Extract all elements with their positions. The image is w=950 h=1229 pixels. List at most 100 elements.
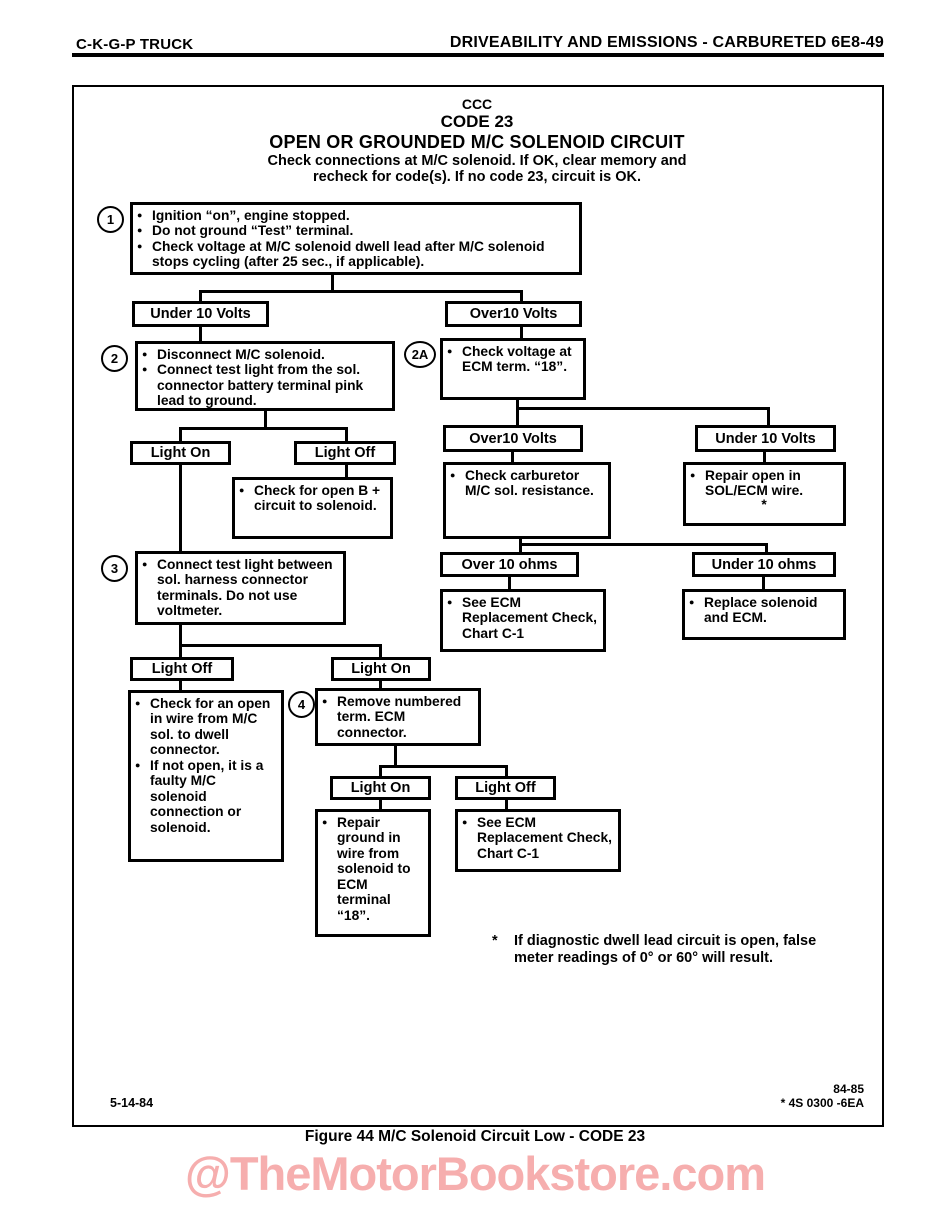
connector bbox=[394, 746, 397, 768]
page-ref: 84-85 bbox=[833, 1082, 864, 1096]
header-rule bbox=[72, 53, 884, 57]
connector bbox=[179, 427, 348, 430]
open-wire-bullet: Check for an open in wire from M/C sol. … bbox=[150, 696, 271, 758]
step-circle-3: 3 bbox=[101, 555, 128, 582]
connector bbox=[199, 290, 202, 302]
figure-caption: Figure 44 M/C Solenoid Circuit Low - COD… bbox=[304, 1128, 646, 1145]
label-under-10-ohms: Under 10 ohms bbox=[692, 552, 836, 577]
connector bbox=[519, 543, 768, 546]
connector bbox=[763, 451, 766, 463]
connector bbox=[505, 765, 508, 776]
step1-bullet: Ignition “on”, engine stopped. bbox=[152, 208, 350, 223]
label-under-10-volts-2: Under 10 Volts bbox=[695, 425, 836, 452]
step-circle-4: 4 bbox=[288, 691, 315, 718]
subtitle-line-2: recheck for code(s). If no code 23, circ… bbox=[313, 169, 641, 185]
step-number: 2A bbox=[411, 347, 429, 362]
repair-ground-text: Repair ground in wire from solenoid to E… bbox=[337, 815, 411, 923]
connector bbox=[345, 464, 348, 477]
see-ecm-replacement-box-2: ● See ECM Replacement Check, Chart C-1 bbox=[455, 809, 621, 872]
connector bbox=[331, 274, 334, 293]
bullet-icon: ● bbox=[450, 470, 456, 480]
bullet-icon: ● bbox=[462, 817, 468, 827]
bullet-icon: ● bbox=[135, 698, 141, 708]
connector bbox=[379, 799, 382, 809]
bullet-icon: ● bbox=[135, 759, 141, 770]
title-ccc: CCC bbox=[461, 96, 493, 112]
step-number: 2 bbox=[110, 351, 119, 366]
connector bbox=[516, 407, 770, 410]
bullet-icon: ● bbox=[447, 597, 453, 607]
connector bbox=[379, 765, 382, 776]
step2-bullet: Connect test light from the sol. connect… bbox=[157, 362, 364, 409]
connector bbox=[199, 326, 202, 342]
see-ecm-text: See ECM Replacement Check, Chart C-1 bbox=[462, 595, 597, 641]
check-b-plus-box: ●Check for open B + circuit to solenoid. bbox=[232, 477, 393, 539]
connector bbox=[179, 464, 182, 552]
page-header-left: C-K-G-P TRUCK bbox=[76, 36, 194, 53]
revision-date: 5-14-84 bbox=[110, 1096, 154, 1110]
bullet-icon: ● bbox=[137, 240, 143, 251]
document-reference: 84-85 * 4S 0300 -6EA bbox=[781, 1082, 864, 1111]
replace-solenoid-text: Replace solenoid and ECM. bbox=[704, 595, 818, 626]
title-main: OPEN OR GROUNDED M/C SOLENOID CIRCUIT bbox=[269, 132, 685, 152]
connector bbox=[199, 290, 523, 293]
step3-bullet: Connect test light between sol. harness … bbox=[157, 557, 333, 619]
watermark: @TheMotorBookstore.com bbox=[184, 1147, 766, 1200]
bullet-icon: ● bbox=[142, 559, 148, 569]
bullet-icon: ● bbox=[447, 346, 453, 356]
connector bbox=[345, 427, 348, 441]
connector bbox=[508, 575, 511, 589]
step2-bullet: Disconnect M/C solenoid. bbox=[157, 347, 325, 362]
flowchart-title-block: CCC CODE 23 OPEN OR GROUNDED M/C SOLENOI… bbox=[72, 96, 882, 185]
see-ecm-text: See ECM Replacement Check, Chart C-1 bbox=[477, 815, 612, 861]
subtitle-line-1: Check connections at M/C solenoid. If OK… bbox=[267, 153, 687, 169]
check-carburetor-text: Check carburetor M/C sol. resistance. bbox=[465, 468, 594, 499]
see-ecm-replacement-box-1: ● See ECM Replacement Check, Chart C-1 bbox=[440, 589, 606, 652]
footnote-text: If diagnostic dwell lead circuit is open… bbox=[514, 933, 817, 966]
label-light-on-1: Light On bbox=[130, 441, 231, 465]
step2a-box: ●Check voltage at ECM term. “18”. bbox=[440, 338, 586, 400]
bullet-icon: ● bbox=[322, 696, 328, 706]
connector bbox=[520, 290, 523, 302]
connector bbox=[505, 799, 508, 809]
connector bbox=[264, 410, 267, 430]
footnote-asterisk: * bbox=[761, 496, 767, 512]
step3-box: ● Connect test light between sol. harness… bbox=[135, 551, 346, 625]
label-light-off-3: Light Off bbox=[455, 776, 556, 800]
page-header-right: DRIVEABILITY AND EMISSIONS - CARBURETED … bbox=[449, 34, 884, 51]
repair-open-text: Repair open in SOL/ECM wire. bbox=[705, 468, 804, 499]
label-under-10-volts-1: Under 10 Volts bbox=[132, 301, 269, 327]
step-circle-1: 1 bbox=[97, 206, 124, 233]
step-number: 3 bbox=[110, 561, 119, 576]
connector bbox=[762, 575, 765, 589]
step-circle-2a: 2A bbox=[404, 341, 436, 368]
check-carburetor-box: ● Check carburetor M/C sol. resistance. bbox=[443, 462, 611, 539]
connector bbox=[179, 644, 182, 657]
bullet-icon: ● bbox=[137, 225, 143, 236]
open-wire-box: ● Check for an open in wire from M/C sol.… bbox=[128, 690, 284, 862]
connector bbox=[179, 679, 182, 692]
step-number: 4 bbox=[297, 697, 306, 712]
replace-solenoid-box: ●Replace solenoid and ECM. bbox=[682, 589, 846, 640]
bullet-icon: ● bbox=[322, 817, 328, 827]
label-light-on-3: Light On bbox=[330, 776, 431, 800]
connector bbox=[520, 326, 523, 340]
step4-box: ● Remove numbered term. ECM connector. bbox=[315, 688, 481, 746]
connector bbox=[516, 407, 519, 426]
doc-ref: * 4S 0300 -6EA bbox=[780, 1096, 864, 1111]
bullet-icon: ● bbox=[690, 470, 696, 480]
label-over-10-volts-2: Over10 Volts bbox=[443, 425, 583, 452]
connector bbox=[179, 427, 182, 441]
step-number: 1 bbox=[106, 212, 115, 227]
bullet-icon: ● bbox=[239, 485, 245, 495]
bullet-icon: ● bbox=[142, 349, 148, 359]
connector bbox=[511, 451, 514, 463]
label-light-off-2: Light Off bbox=[130, 657, 234, 681]
connector bbox=[519, 543, 522, 552]
connector bbox=[179, 624, 182, 647]
step4-bullet: Remove numbered term. ECM connector. bbox=[337, 694, 462, 740]
label-over-10-volts-1: Over10 Volts bbox=[445, 301, 582, 327]
step1-bullet: Check voltage at M/C solenoid dwell lead… bbox=[152, 238, 545, 270]
connector bbox=[519, 538, 522, 546]
